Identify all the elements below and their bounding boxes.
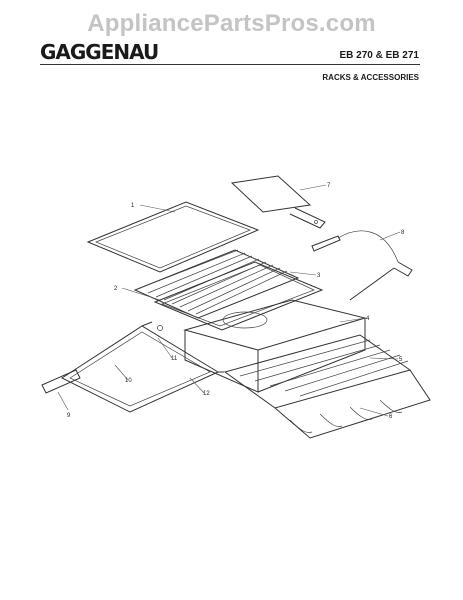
callout-7: 7 xyxy=(327,183,331,189)
meat-probe xyxy=(311,230,413,301)
callout-5: 5 xyxy=(399,357,403,363)
callout-leaders xyxy=(57,184,401,417)
callout-9: 9 xyxy=(67,413,71,419)
watermark: AppliancePartsPros.com xyxy=(87,10,376,37)
cooking-grid xyxy=(133,249,300,319)
callout-numbers: 1 2 3 4 5 6 7 8 9 10 11 12 xyxy=(67,183,405,420)
support-frame xyxy=(223,334,431,439)
baking-tray xyxy=(86,201,260,273)
callout-6: 6 xyxy=(389,414,393,420)
callout-4: 4 xyxy=(366,316,370,322)
callout-1: 1 xyxy=(131,203,135,209)
model-number: EB 270 & EB 271 xyxy=(339,50,420,61)
callout-3: 3 xyxy=(317,273,321,279)
section-title: RACKS & ACCESSORIES xyxy=(322,73,419,82)
callout-2: 2 xyxy=(114,286,118,292)
handle xyxy=(41,369,81,394)
drip-sheet xyxy=(60,321,224,413)
baking-stone xyxy=(183,299,367,393)
callout-10: 10 xyxy=(125,378,132,384)
header-rule xyxy=(40,64,420,65)
brand-logo: GAGGENAU xyxy=(40,40,159,64)
callout-11: 11 xyxy=(171,356,178,362)
pizza-peel xyxy=(230,175,326,229)
callout-8: 8 xyxy=(401,230,405,236)
wire-rack xyxy=(153,261,324,331)
callout-12: 12 xyxy=(203,391,210,397)
